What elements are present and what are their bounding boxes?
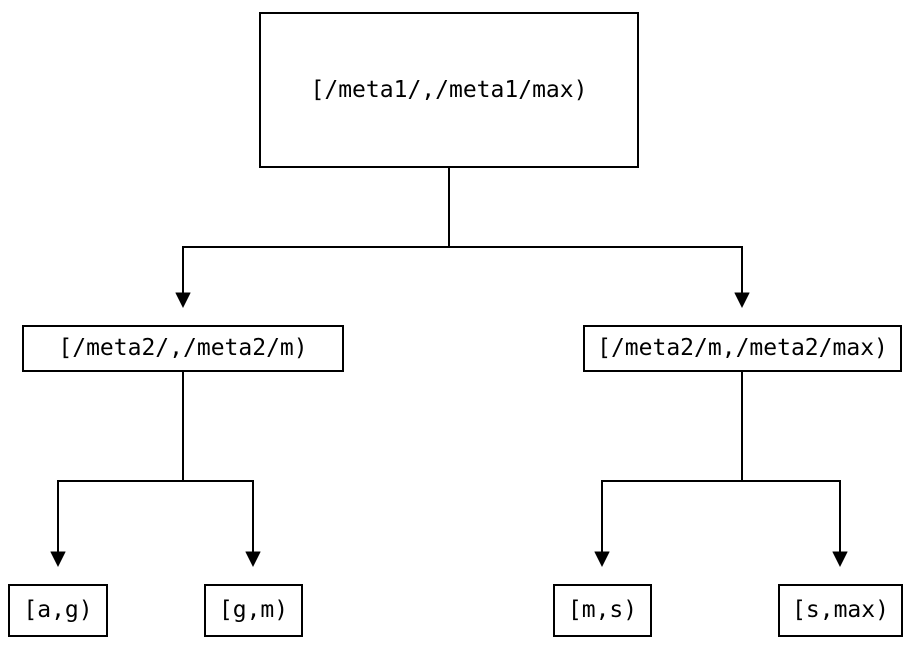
- node-leaf-smax: [s,max): [778, 584, 903, 637]
- node-meta2-right: [/meta2/m,/meta2/max): [583, 325, 902, 372]
- node-root: [/meta1/,/meta1/max): [259, 12, 639, 168]
- node-leaf-ag: [a,g): [8, 584, 108, 637]
- node-meta2-left-label: [/meta2/,/meta2/m): [58, 335, 308, 361]
- arrowhead-down-icon: [175, 292, 191, 309]
- node-leaf-ms-label: [m,s): [567, 597, 638, 623]
- node-meta2-left: [/meta2/,/meta2/m): [22, 325, 344, 372]
- node-leaf-ag-label: [a,g): [23, 597, 93, 623]
- arrowhead-down-icon: [245, 551, 261, 568]
- arrowhead-down-icon: [50, 551, 66, 568]
- node-root-label: [/meta1/,/meta1/max): [310, 76, 588, 103]
- arrowhead-down-icon: [832, 551, 848, 568]
- node-meta2-right-label: [/meta2/m,/meta2/max): [597, 335, 888, 361]
- node-leaf-smax-label: [s,max): [792, 597, 889, 623]
- arrowhead-down-icon: [594, 551, 610, 568]
- node-leaf-gm: [g,m): [204, 584, 303, 637]
- node-leaf-gm-label: [g,m): [218, 597, 289, 623]
- arrowhead-down-icon: [734, 292, 750, 309]
- node-leaf-ms: [m,s): [553, 584, 652, 637]
